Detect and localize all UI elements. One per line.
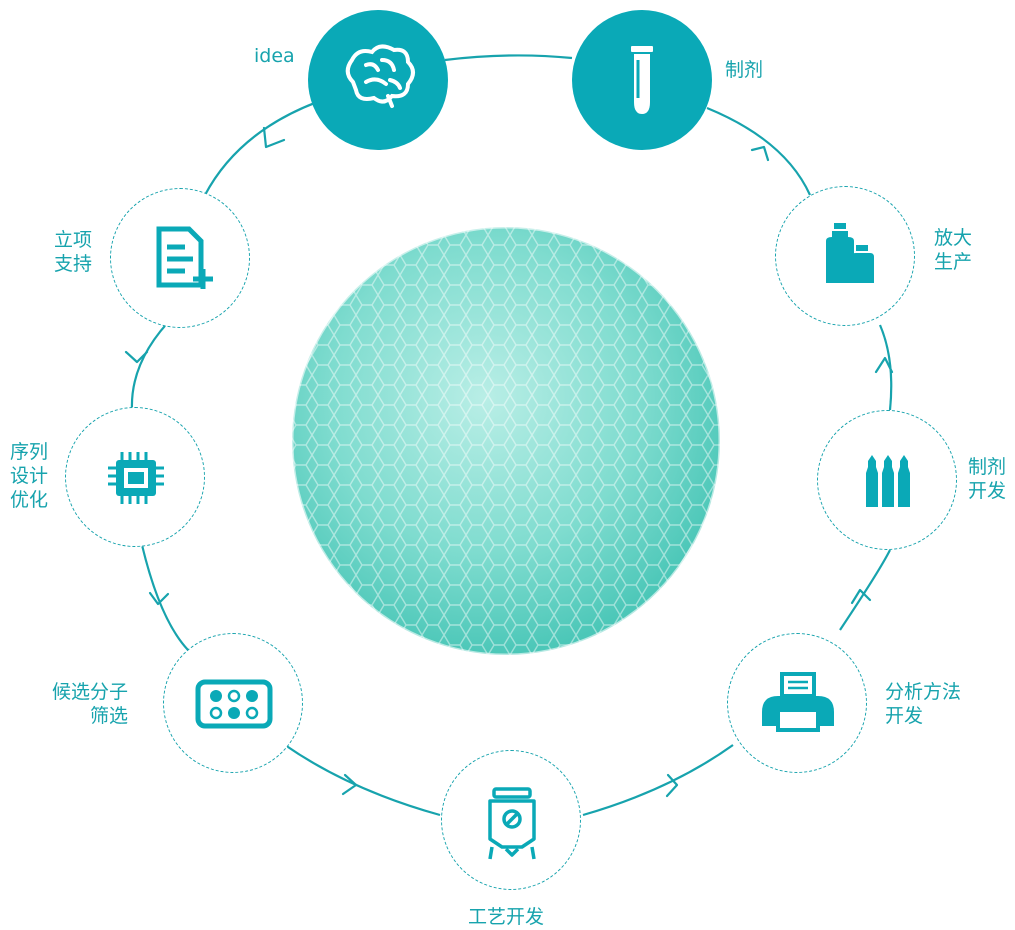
label-line: 设计 bbox=[10, 465, 49, 487]
stage-formdev-node bbox=[817, 410, 957, 550]
label-line: 工艺开发 bbox=[468, 906, 545, 928]
label-line: 制剂 bbox=[968, 456, 1007, 478]
label-line: 放大 bbox=[934, 227, 973, 249]
vials-icon bbox=[866, 455, 910, 507]
label-line: 候选分子 bbox=[52, 681, 129, 703]
arrow-head bbox=[124, 350, 149, 364]
document-add-icon bbox=[156, 226, 213, 289]
printer-icon bbox=[762, 672, 834, 732]
label-line: 支持 bbox=[54, 253, 93, 275]
stage-analysis-label: 分析方法 开发 bbox=[885, 680, 961, 728]
stage-analysis-node bbox=[727, 633, 867, 773]
label-line: 优化 bbox=[10, 489, 49, 511]
label-line: 立项 bbox=[54, 229, 93, 251]
stage-formdev-label: 制剂 开发 bbox=[968, 455, 1006, 503]
chip-icon bbox=[108, 452, 164, 504]
stage-screening-label: 候选分子 筛选 bbox=[52, 680, 128, 728]
brain-icon bbox=[345, 44, 415, 108]
label-line: 分析方法 bbox=[885, 681, 962, 703]
stage-formulation-node bbox=[572, 10, 712, 150]
label-line: 开发 bbox=[885, 705, 924, 727]
stage-screening-node bbox=[163, 633, 303, 773]
bioreactor-icon bbox=[488, 787, 536, 860]
cell-sphere bbox=[290, 225, 722, 657]
stage-sequence-label: 序列 设计 优化 bbox=[10, 440, 48, 512]
stage-formulation-label: 制剂 bbox=[725, 58, 763, 82]
arrow-head bbox=[262, 126, 286, 149]
label-line: 筛选 bbox=[90, 705, 129, 727]
stage-scaleup-node bbox=[775, 186, 915, 326]
stage-project-label: 立项 支持 bbox=[54, 228, 92, 276]
arrow-head bbox=[850, 588, 872, 605]
label-line: 生产 bbox=[934, 251, 973, 273]
bottles-icon bbox=[826, 223, 874, 283]
label-line: 开发 bbox=[968, 480, 1007, 502]
stage-idea-label: idea bbox=[254, 44, 295, 68]
label-line: idea bbox=[254, 45, 295, 67]
arrow-head bbox=[665, 773, 679, 798]
arrow-head bbox=[148, 591, 170, 606]
label-line: 序列 bbox=[10, 441, 49, 463]
arrow-head bbox=[874, 356, 894, 374]
stage-process-node bbox=[441, 750, 581, 890]
stage-scaleup-label: 放大 生产 bbox=[934, 226, 972, 274]
stage-project-node bbox=[110, 188, 250, 328]
label-line: 制剂 bbox=[725, 59, 764, 81]
stage-idea-node bbox=[308, 10, 448, 150]
stage-process-label: 工艺开发 bbox=[468, 905, 544, 929]
stage-sequence-node bbox=[65, 407, 205, 547]
well-plate-icon bbox=[195, 679, 273, 729]
arrow-head bbox=[341, 773, 358, 796]
arrow-head bbox=[750, 145, 770, 162]
test-tube-icon bbox=[631, 46, 653, 114]
